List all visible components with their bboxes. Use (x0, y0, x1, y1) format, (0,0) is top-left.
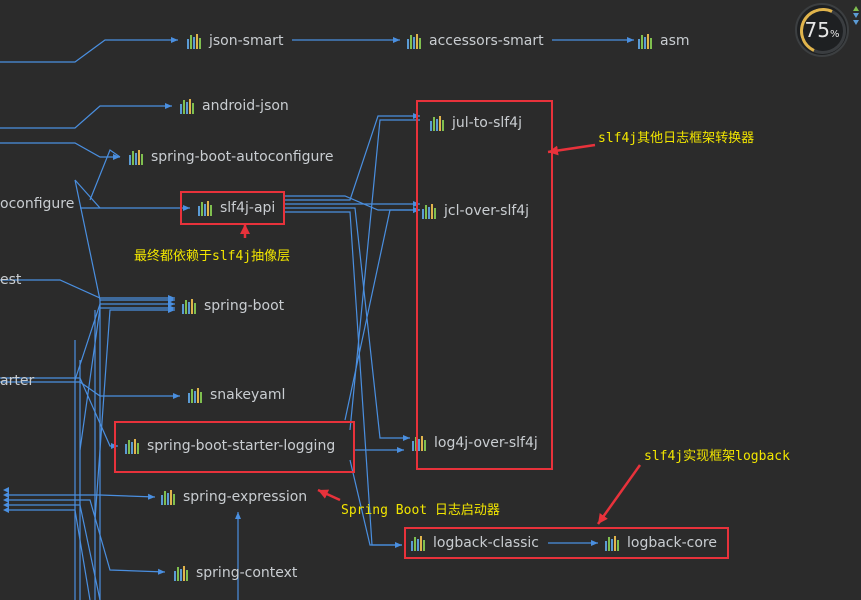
truncated-node-label: est (0, 272, 22, 288)
library-icon (129, 149, 145, 165)
annotation-bridges: slf4j其他日志框架转换器 (598, 131, 755, 146)
library-icon (407, 33, 423, 49)
highlight-starter-logging (114, 421, 355, 473)
node-asm[interactable]: asm (638, 31, 690, 51)
node-label: jul-to-slf4j (452, 115, 522, 131)
node-spring-boot-starter-logging[interactable]: spring-boot-starter-logging (125, 436, 335, 456)
node-label: spring-boot-autoconfigure (151, 149, 334, 165)
node-logback-classic[interactable]: logback-classic (411, 533, 539, 553)
annotation-abstraction: 最终都依赖于slf4j抽像层 (134, 249, 291, 264)
node-label: logback-classic (433, 535, 540, 551)
highlight-slf4j-api (180, 191, 285, 225)
library-icon (188, 387, 204, 403)
node-label: android-json (202, 98, 289, 114)
library-icon (125, 438, 141, 454)
library-icon (161, 489, 177, 505)
library-icon (198, 200, 214, 216)
library-icon (174, 565, 190, 581)
library-icon (422, 203, 438, 219)
node-slf4j-api[interactable]: slf4j-api (198, 198, 275, 218)
node-spring-expression[interactable]: spring-expression (161, 487, 307, 507)
arrow-down-icon[interactable] (853, 13, 859, 18)
library-icon (605, 535, 621, 551)
highlight-bridge-group (416, 100, 553, 470)
node-label: logback-core (627, 535, 717, 551)
highlight-logback (404, 527, 729, 559)
node-logback-core[interactable]: logback-core (605, 533, 717, 553)
zoom-indicator[interactable]: 75% (793, 1, 853, 61)
library-icon (430, 115, 446, 131)
node-spring-boot-autoconfigure[interactable]: spring-boot-autoconfigure (129, 147, 333, 167)
node-spring-boot[interactable]: spring-boot (182, 296, 284, 316)
truncated-node-label: arter (0, 373, 35, 389)
node-label: spring-context (196, 565, 298, 581)
library-icon (187, 33, 203, 49)
truncated-node-label: oconfigure (0, 196, 75, 212)
library-icon (180, 98, 196, 114)
node-android-json[interactable]: android-json (180, 96, 289, 116)
node-label: accessors-smart (429, 33, 544, 49)
library-icon (638, 33, 654, 49)
node-label: asm (660, 33, 690, 49)
library-icon (182, 298, 198, 314)
node-label: spring-boot-starter-logging (147, 438, 336, 454)
node-label: json-smart (209, 33, 284, 49)
zoom-value: 75% (804, 18, 840, 42)
node-json-smart[interactable]: json-smart (187, 31, 283, 51)
node-label: slf4j-api (220, 200, 276, 216)
library-icon (411, 535, 427, 551)
node-label: jcl-over-slf4j (444, 203, 530, 219)
node-spring-context[interactable]: spring-context (174, 563, 297, 583)
node-label: spring-boot (204, 298, 285, 314)
annotation-starter: Spring Boot 日志启动器 (341, 503, 500, 518)
arrow-up-icon[interactable] (853, 6, 859, 11)
scroll-arrows[interactable] (851, 4, 861, 48)
node-label: spring-expression (183, 489, 308, 505)
arrow-down-icon[interactable] (853, 20, 859, 25)
node-accessors-smart[interactable]: accessors-smart (407, 31, 544, 51)
node-jul-to-slf4j[interactable]: jul-to-slf4j (430, 113, 522, 133)
node-label: snakeyaml (210, 387, 286, 403)
node-label: log4j-over-slf4j (434, 435, 538, 451)
node-snakeyaml[interactable]: snakeyaml (188, 385, 285, 405)
annotation-impl: slf4j实现框架logback (644, 449, 790, 464)
node-jcl-over-slf4j[interactable]: jcl-over-slf4j (422, 201, 529, 221)
